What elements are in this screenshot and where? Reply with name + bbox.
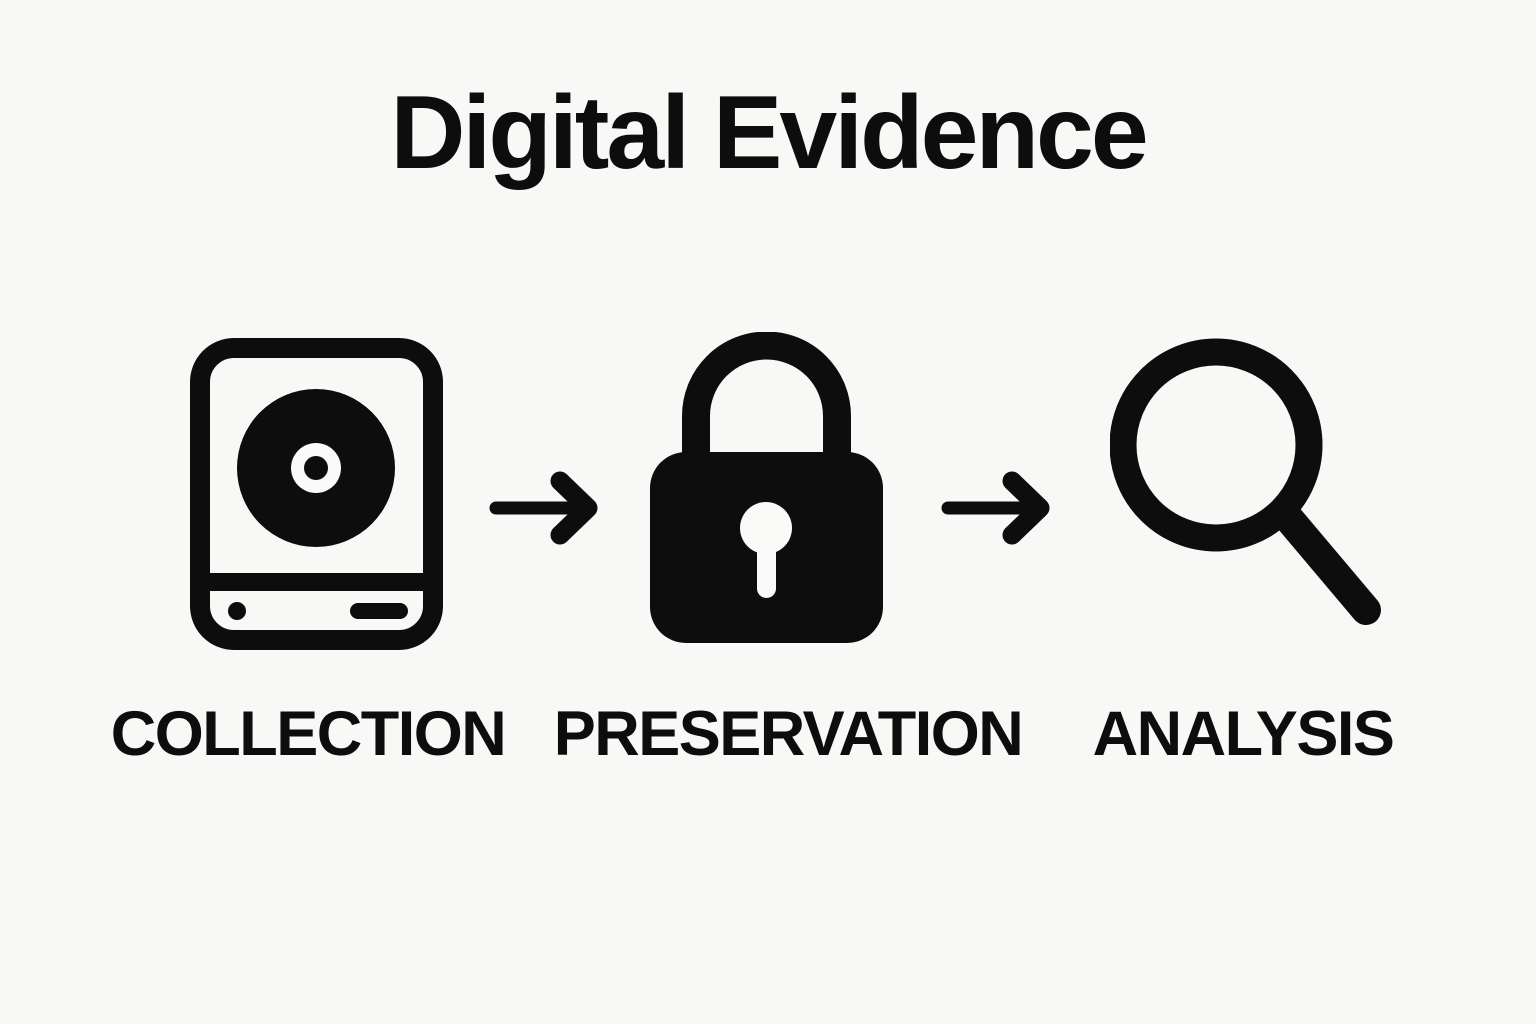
stage-label-preservation: PRESERVATION bbox=[553, 699, 1024, 769]
magnifying-glass-icon bbox=[1110, 338, 1381, 625]
stage-label-analysis: ANALYSIS bbox=[1092, 699, 1395, 769]
right-arrow-icon bbox=[941, 471, 1050, 545]
hard-drive-icon bbox=[190, 338, 443, 650]
right-arrow-icon bbox=[489, 471, 598, 545]
diagram-title: Digital Evidence bbox=[390, 75, 1148, 191]
stage-label-collection: COLLECTION bbox=[110, 699, 507, 769]
padlock-icon bbox=[650, 332, 883, 643]
